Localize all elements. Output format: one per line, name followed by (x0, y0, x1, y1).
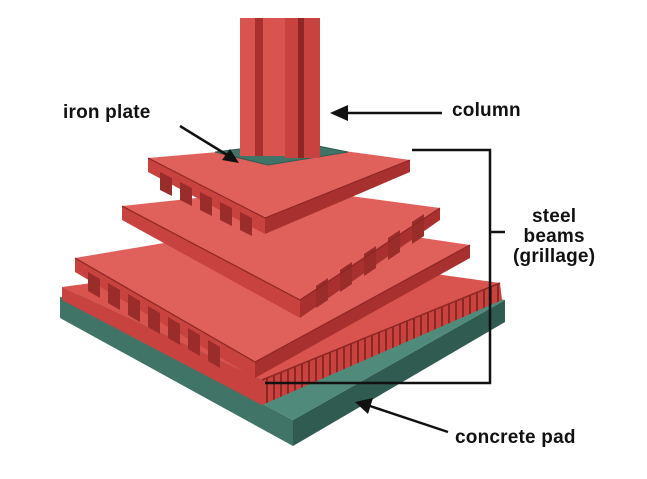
bottom-layer-side (262, 283, 502, 405)
top-tier-top (148, 145, 410, 218)
concrete-pad-label: concrete pad (455, 427, 576, 448)
steel-beams-bracket (265, 148, 505, 385)
concrete-pad-pointer (355, 398, 449, 434)
second-tier-front (122, 206, 300, 318)
third-tier-side (255, 245, 470, 378)
third-tier-webs (88, 272, 220, 368)
steel-beams-label: steel beams (grillage) (513, 207, 595, 267)
concrete-pad-front (60, 297, 293, 446)
bottom-layer-front (62, 287, 262, 405)
steel-beams-label-line2: beams (523, 225, 585, 247)
concrete-pad-side (293, 300, 505, 446)
column-label: column (452, 100, 521, 121)
top-tier-beams (147, 145, 411, 236)
iron-plate-pointer (179, 124, 239, 163)
top-tier-side (265, 160, 410, 234)
steel-beams-label-line3: (grillage) (513, 245, 596, 267)
steel-beams-label-line1: steel (531, 206, 577, 227)
column (240, 18, 320, 158)
column-pointer (330, 105, 442, 121)
iron-plate-label: iron plate (63, 102, 151, 123)
top-tier-webs (160, 172, 252, 236)
second-tier-top (122, 188, 440, 300)
second-tier-beams (121, 188, 441, 318)
second-tier-webs (316, 214, 424, 308)
